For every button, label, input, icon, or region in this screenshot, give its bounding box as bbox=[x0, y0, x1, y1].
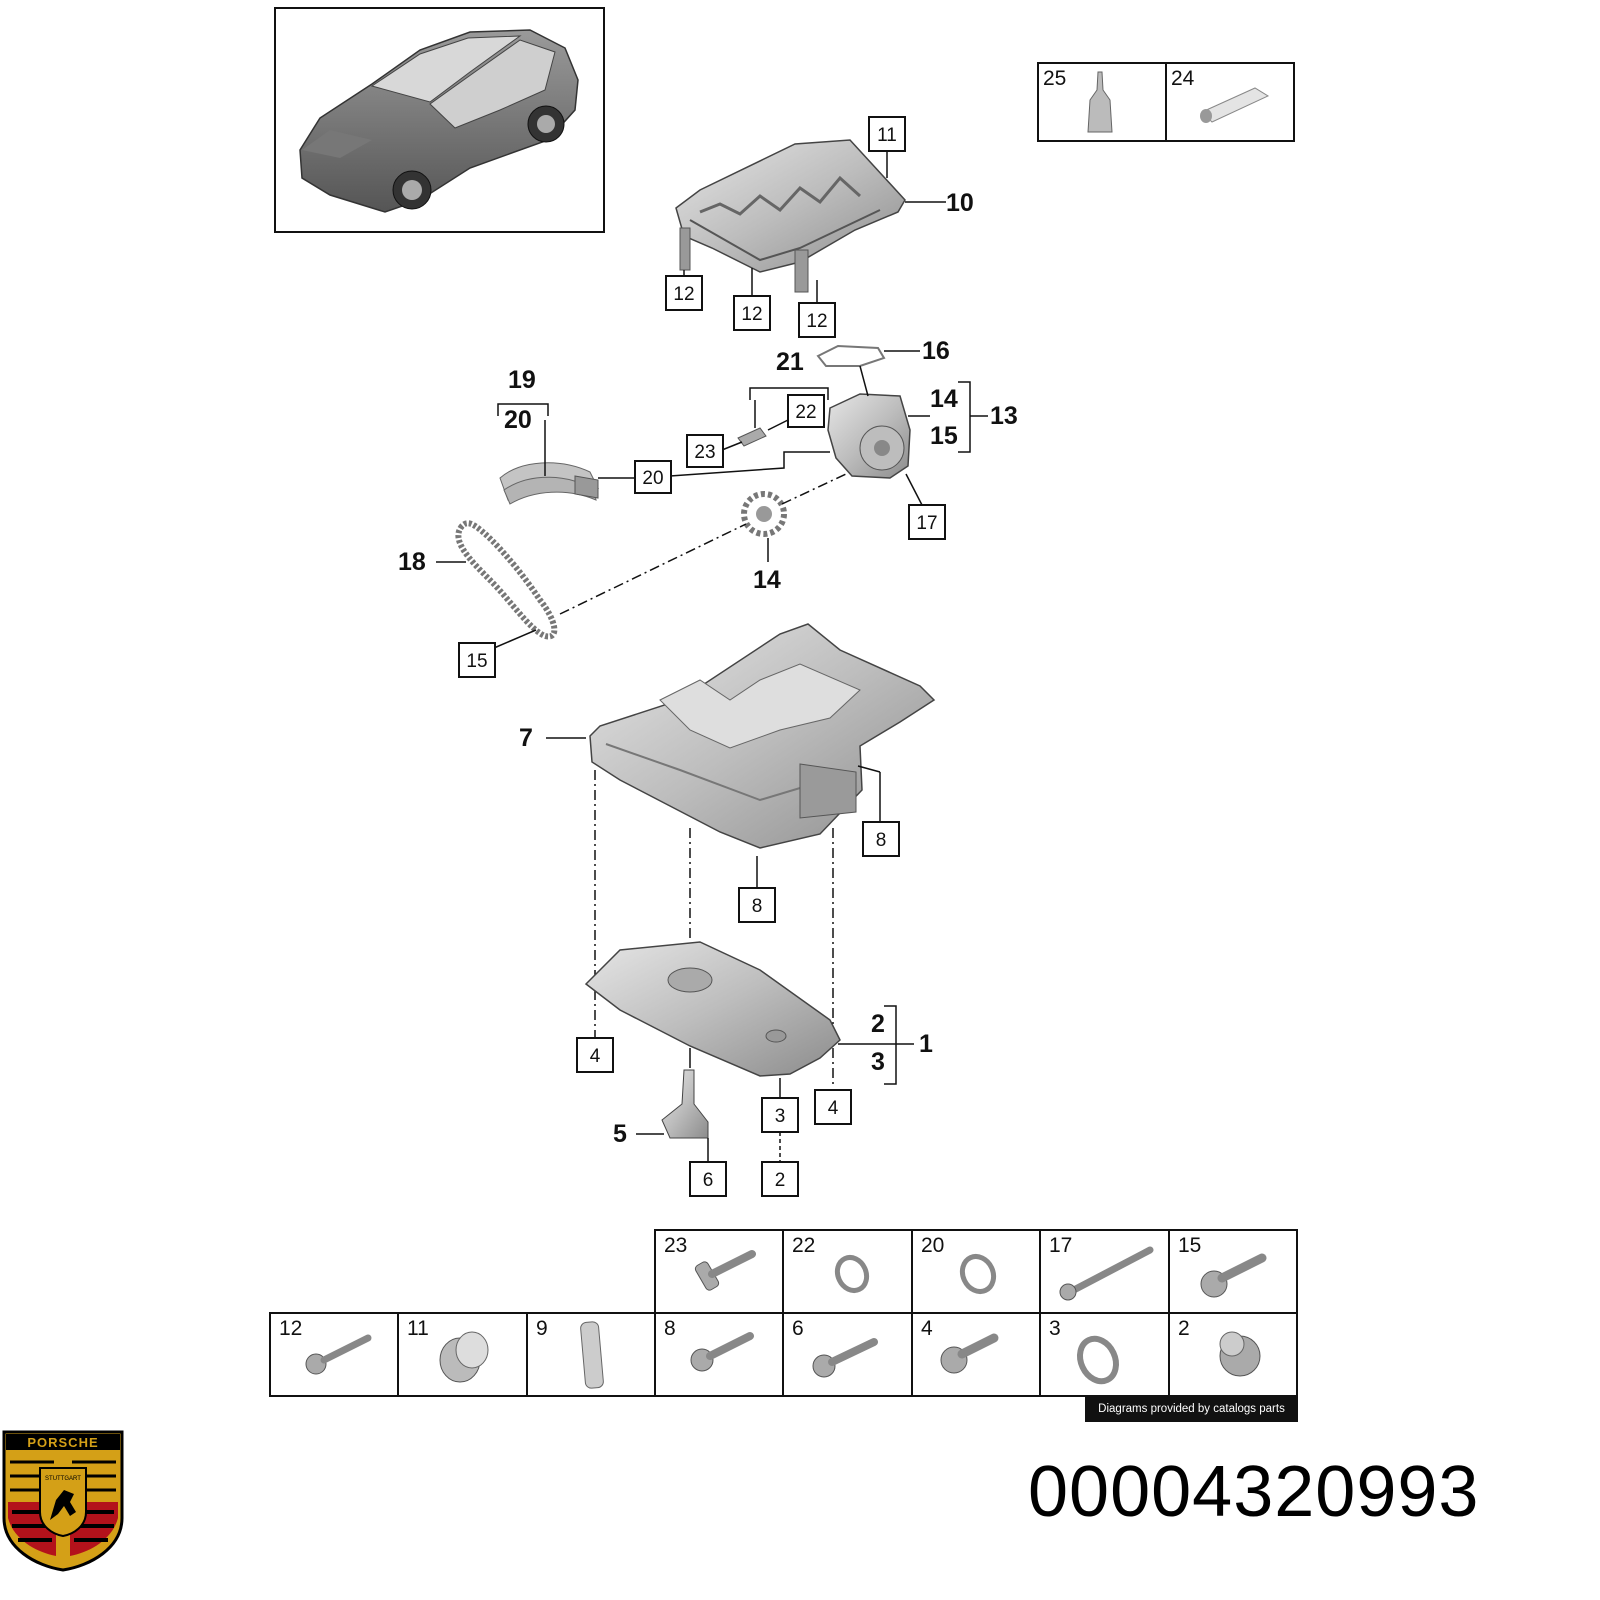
table-cell-15: 15 bbox=[1178, 1234, 1201, 1257]
table-cell-2: 2 bbox=[1178, 1317, 1190, 1340]
bushing-icon bbox=[439, 1331, 489, 1383]
table-cell-8: 8 bbox=[664, 1317, 676, 1340]
label-10: 10 bbox=[946, 189, 974, 217]
crest-city: STUTTGART bbox=[45, 1476, 81, 1482]
callout-8b: 8 bbox=[752, 896, 763, 917]
chain-guide-part-19 bbox=[499, 462, 600, 505]
flange-bolt-icon bbox=[1200, 1253, 1267, 1298]
box-label-24: 24 bbox=[1171, 67, 1195, 90]
callout-22: 22 bbox=[795, 402, 816, 423]
callout-6: 6 bbox=[703, 1170, 714, 1191]
callout-17: 17 bbox=[916, 513, 937, 534]
vehicle-thumbnail bbox=[274, 7, 605, 233]
dowel-sleeve-icon bbox=[580, 1321, 604, 1389]
label-5: 5 bbox=[613, 1120, 627, 1148]
long-bolt-icon bbox=[1059, 1246, 1154, 1301]
label-3: 3 bbox=[871, 1048, 885, 1076]
short-bolt-icon bbox=[940, 1333, 999, 1374]
table-cell-12: 12 bbox=[279, 1317, 302, 1340]
gasket-part-16 bbox=[816, 344, 886, 367]
label-7: 7 bbox=[519, 724, 533, 752]
callout-3: 3 bbox=[775, 1106, 786, 1127]
label-18: 18 bbox=[398, 548, 426, 576]
callout-12b: 12 bbox=[741, 304, 762, 325]
callout-boxes: 11 12 12 12 22 23 20 17 15 8 8 4 4 3 2 6 bbox=[458, 116, 946, 1197]
sealant-bottle-icon bbox=[1087, 71, 1113, 133]
label-2: 2 bbox=[871, 1010, 885, 1038]
callout-4a: 4 bbox=[590, 1046, 601, 1067]
oil-level-sensor-part-5 bbox=[661, 1069, 709, 1139]
label-14b: 14 bbox=[753, 566, 781, 594]
drain-plug-icon bbox=[1219, 1331, 1261, 1377]
callout-20: 20 bbox=[642, 468, 663, 489]
seal-ring-icon bbox=[834, 1254, 870, 1294]
table-cell-3: 3 bbox=[1049, 1317, 1061, 1340]
upper-oil-pan-part-7 bbox=[589, 623, 936, 849]
label-1: 1 bbox=[919, 1030, 933, 1058]
label-13: 13 bbox=[990, 402, 1018, 430]
grease-tube-icon bbox=[1200, 87, 1270, 123]
label-20: 20 bbox=[504, 406, 532, 434]
chain-part-18 bbox=[455, 520, 558, 640]
seal-ring-icon bbox=[959, 1253, 997, 1295]
crest-word: PORSCHE bbox=[27, 1435, 98, 1450]
label-16: 16 bbox=[922, 337, 950, 365]
bolt-part-23 bbox=[737, 427, 767, 447]
bedplate-part-10 bbox=[675, 139, 906, 293]
porsche-crest-logo: PORSCHE STUTTGART bbox=[2, 1430, 124, 1572]
callout-8a: 8 bbox=[876, 830, 887, 851]
bold-labels: 10 16 21 14 15 13 19 20 18 14 7 2 3 1 5 bbox=[398, 189, 1018, 1148]
table-cell-23: 23 bbox=[664, 1234, 687, 1257]
diagram-credit: Diagrams provided by catalogs parts bbox=[1085, 1396, 1298, 1422]
bolt-icon bbox=[694, 1250, 756, 1291]
table-cell-22: 22 bbox=[792, 1234, 815, 1257]
parts-table: 23 22 20 17 15 12 11 9 8 6 4 3 2 bbox=[269, 1229, 1298, 1397]
callout-12c: 12 bbox=[806, 311, 827, 332]
bolt-icon bbox=[812, 1338, 878, 1378]
table-cell-4: 4 bbox=[921, 1317, 933, 1340]
callout-15: 15 bbox=[466, 651, 487, 672]
label-14a: 14 bbox=[930, 385, 958, 413]
bolt-icon bbox=[305, 1334, 372, 1375]
callout-4b: 4 bbox=[828, 1098, 839, 1119]
box-label-25: 25 bbox=[1043, 67, 1066, 90]
callout-2: 2 bbox=[775, 1170, 786, 1191]
sprocket-part-14 bbox=[741, 491, 787, 537]
callout-23: 23 bbox=[694, 442, 715, 463]
table-cell-6: 6 bbox=[792, 1317, 804, 1340]
label-19: 19 bbox=[508, 366, 536, 394]
callout-11: 11 bbox=[877, 125, 897, 146]
table-cell-20: 20 bbox=[921, 1234, 944, 1257]
table-cell-9: 9 bbox=[536, 1317, 548, 1340]
table-cell-17: 17 bbox=[1049, 1234, 1072, 1257]
table-cell-11: 11 bbox=[407, 1317, 429, 1340]
top-right-parts-box: 25 24 bbox=[1037, 62, 1295, 142]
bolt-icon bbox=[690, 1332, 754, 1372]
oil-pump-part-13 bbox=[827, 393, 911, 479]
seal-ring-icon bbox=[1077, 1335, 1119, 1385]
part-number: 00004320993 bbox=[1028, 1452, 1480, 1532]
label-21: 21 bbox=[776, 348, 804, 376]
label-15: 15 bbox=[930, 422, 958, 450]
lower-oil-pan-part-1 bbox=[584, 941, 841, 1077]
callout-12a: 12 bbox=[673, 284, 694, 305]
